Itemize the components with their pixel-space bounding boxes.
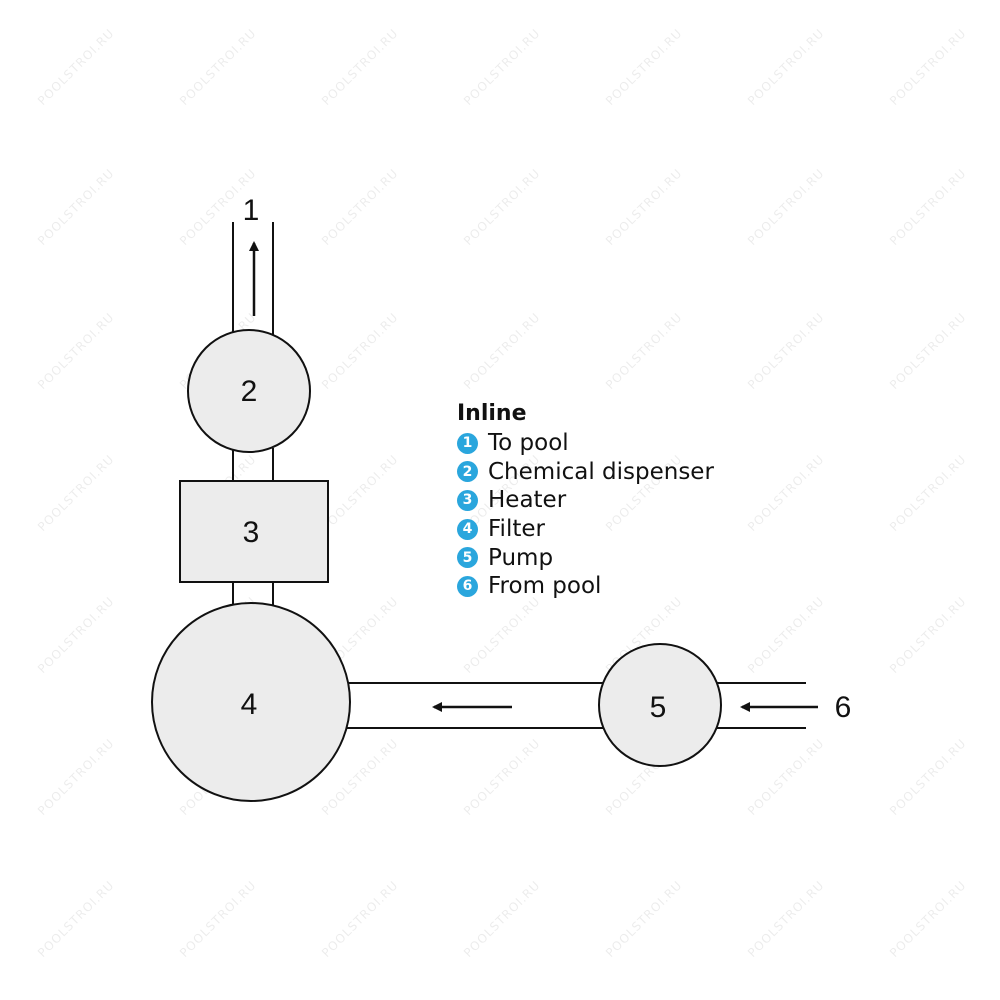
label-to-pool: 1 — [243, 194, 260, 227]
number-badge-icon: 1 — [457, 432, 478, 454]
label-pump: 5 — [650, 691, 667, 724]
legend-title: Inline — [457, 401, 527, 426]
legend-item-label: Chemical dispenser — [488, 458, 714, 485]
filter-circle — [151, 602, 351, 802]
outlet-pipe — [232, 222, 274, 338]
number-badge-icon: 3 — [457, 489, 478, 511]
number-badge-icon: 2 — [457, 461, 478, 483]
pipe-dispenser-heater — [232, 448, 274, 482]
legend-item-label: Filter — [488, 516, 545, 543]
number-badge-icon: 6 — [457, 575, 478, 597]
chemical-dispenser-circle — [187, 329, 311, 453]
legend-item-chemical-dispenser: 2 Chemical dispenser — [457, 458, 714, 487]
label-dispenser: 2 — [241, 375, 258, 408]
number-badge-icon: 4 — [457, 518, 478, 540]
legend-item-label: Heater — [488, 487, 567, 514]
legend: Inline 1 To pool 2 Chemical dispenser 3 … — [457, 399, 714, 601]
heater-box — [179, 480, 329, 583]
legend-item-heater: 3 Heater — [457, 486, 714, 515]
legend-item-pump: 5 Pump — [457, 543, 714, 572]
legend-item-label: Pump — [488, 544, 554, 571]
legend-item-to-pool: 1 To pool — [457, 429, 714, 458]
legend-item-from-pool: 6 From pool — [457, 572, 714, 601]
label-heater: 3 — [243, 516, 260, 549]
pipe-filter-pump — [345, 682, 604, 729]
label-from-pool: 6 — [835, 691, 852, 724]
pump-circle — [598, 643, 722, 767]
inlet-pipe — [716, 682, 806, 729]
legend-item-filter: 4 Filter — [457, 515, 714, 544]
legend-item-label: From pool — [488, 573, 602, 600]
number-badge-icon: 5 — [457, 547, 478, 569]
label-filter: 4 — [241, 688, 258, 721]
legend-item-label: To pool — [488, 430, 569, 457]
